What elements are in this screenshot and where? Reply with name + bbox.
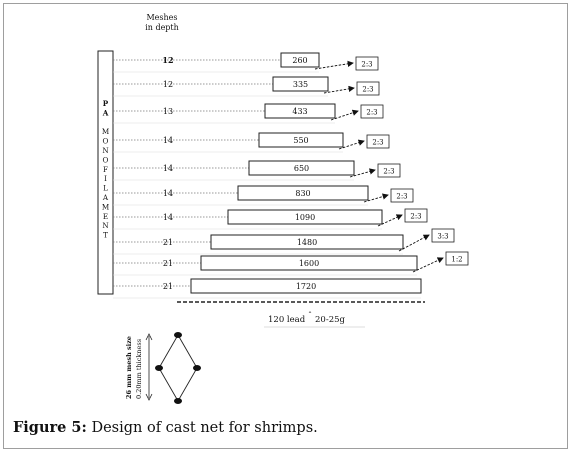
ratio-value: 1:2	[451, 256, 462, 264]
ratio-box	[366, 134, 390, 149]
row-width-value: 550	[293, 136, 308, 145]
material-letter: N	[102, 146, 108, 155]
ratio-box	[404, 208, 428, 223]
ratio-box	[445, 251, 469, 266]
row-width-value: 335	[293, 80, 308, 89]
ratio-value: 3:3	[437, 233, 448, 241]
material-letter: O	[103, 155, 109, 164]
ratio-box	[431, 228, 455, 243]
row-meshes: 14	[163, 213, 173, 222]
row-meshes: 21	[163, 259, 173, 268]
ratio-arrow	[349, 168, 376, 178]
material-letter: A	[102, 108, 109, 117]
ratio-box	[355, 56, 379, 71]
column-header-in-depth: in depth	[145, 23, 179, 32]
row-width-box	[258, 132, 344, 148]
ratio-box	[390, 188, 414, 203]
row-width-box	[272, 76, 329, 92]
lead-weight-label: 20-25g	[315, 315, 346, 325]
figure-caption: Figure 5: Design of cast net for shrimps…	[13, 419, 318, 436]
row-width-box	[190, 278, 422, 294]
row-width-value: 433	[292, 107, 307, 116]
caption-text: Design of cast net for shrimps.	[91, 420, 318, 436]
row-meshes: 14	[163, 136, 173, 145]
ratio-value: 2:3	[396, 193, 407, 201]
lead-separator: ˆ	[308, 311, 312, 320]
material-letter: T	[103, 231, 108, 240]
ratio-value: 2:3	[362, 86, 373, 94]
row-width-value: 260	[292, 56, 307, 65]
mesh-diagram: 26 mm mesh size 0.20mm thickness	[125, 332, 201, 404]
row-meshes: 12	[163, 80, 173, 89]
material-letter: L	[103, 184, 108, 193]
ratio-box	[377, 163, 401, 178]
ratio-box	[360, 104, 384, 119]
lead-count-label: 120 lead	[268, 315, 306, 325]
mesh-size-label: 26 mm mesh size	[125, 336, 133, 399]
panel-rows: 12 260 2:3 12 335 2:3 13 433 2:3 14 550 2:3 14 650 2:3…	[113, 52, 469, 299]
caption-label: Figure 5:	[13, 419, 87, 436]
row-width-box	[280, 52, 320, 68]
column-header-meshes: Meshes	[146, 13, 177, 22]
material-letter: O	[103, 137, 109, 146]
material-letter: A	[102, 193, 109, 202]
ratio-value: 2:3	[366, 109, 377, 117]
row-width-box	[248, 160, 355, 176]
material-letter: N	[102, 221, 108, 230]
row-meshes: 14	[163, 189, 173, 198]
knot-bottom	[174, 398, 182, 404]
row-meshes: 13	[163, 107, 173, 116]
row-width-box	[200, 255, 418, 271]
row-width-box	[210, 234, 404, 250]
row-meshes: 12	[162, 55, 173, 65]
ratio-box	[356, 81, 380, 96]
row-meshes: 21	[163, 238, 173, 247]
row-width-value: 1090	[295, 213, 315, 222]
ratio-arrow	[412, 257, 444, 273]
material-letter: E	[103, 212, 108, 221]
ratio-arrow	[377, 214, 403, 227]
row-width-value: 1720	[296, 282, 316, 291]
arrowhead-down-icon	[145, 393, 153, 401]
row-meshes: 21	[163, 282, 173, 291]
material-letter: M	[102, 127, 109, 136]
ratio-arrow	[314, 60, 354, 70]
material-letter: M	[102, 202, 109, 211]
ratio-arrow	[398, 234, 430, 252]
row-width-value: 1600	[299, 259, 319, 268]
material-letter: I	[104, 174, 107, 183]
material-letter: F	[103, 165, 108, 174]
ratio-arrow	[323, 85, 355, 94]
knot-top	[174, 332, 182, 338]
ratio-value: 2:3	[361, 61, 372, 69]
row-meshes: 14	[163, 164, 173, 173]
row-width-value: 830	[295, 189, 310, 198]
row-width-box	[237, 185, 369, 201]
ratio-value: 2:3	[372, 139, 383, 147]
material-letter: P	[103, 99, 109, 108]
knot-right	[193, 365, 201, 371]
row-width-value: 1480	[297, 238, 317, 247]
thickness-label: 0.20mm thickness	[135, 339, 143, 399]
row-width-value: 650	[294, 164, 309, 173]
ratio-arrow	[363, 193, 389, 203]
row-width-box	[264, 103, 336, 119]
ratio-arrow	[330, 109, 359, 121]
arrowhead-up-icon	[145, 333, 153, 341]
row-width-box	[227, 209, 383, 225]
ratio-arrow	[338, 139, 365, 150]
ratio-value: 2:3	[383, 168, 394, 176]
knot-left	[155, 365, 163, 371]
ratio-value: 2:3	[410, 213, 421, 221]
mesh-diamond	[158, 334, 198, 402]
material-column-box	[97, 50, 114, 295]
